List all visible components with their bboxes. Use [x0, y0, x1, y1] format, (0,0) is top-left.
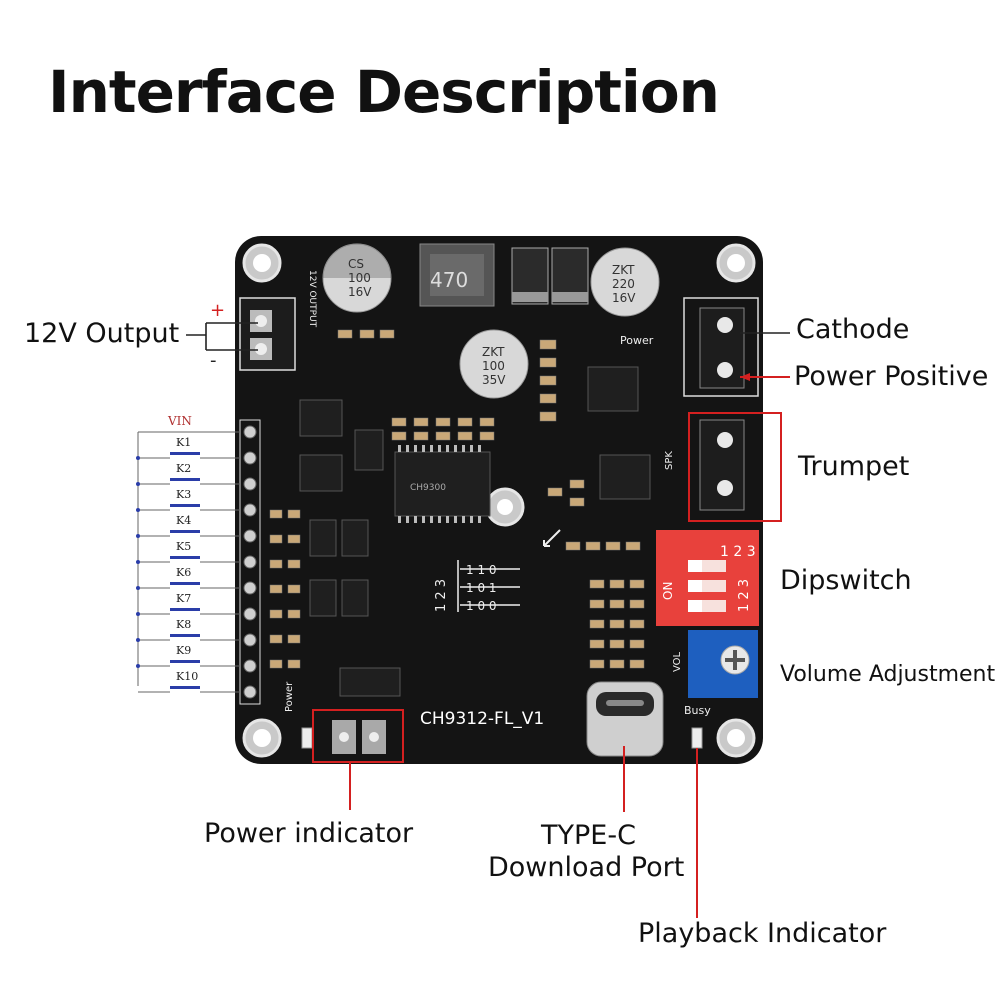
truth-table-row: 1 0 0 [466, 599, 497, 613]
label-typec: TYPE-C [541, 820, 636, 851]
capacitor-cs100 [322, 243, 392, 313]
label-cathode: Cathode [796, 314, 910, 345]
cap2-line: ZKT [482, 345, 505, 359]
capacitor-zkt220 [590, 247, 660, 317]
key-label: K3 [176, 488, 191, 501]
minus-sign: - [210, 350, 217, 371]
silk-power-side: Power [284, 681, 295, 712]
label-power-positive: Power Positive [794, 361, 989, 392]
silk-on: ON [661, 582, 675, 600]
cap3-line: 220 [612, 277, 635, 291]
silk-busy: Busy [684, 704, 711, 717]
key-label: K5 [176, 540, 191, 553]
truth-table-row: 1 1 0 [466, 563, 497, 577]
dip-truth-table [457, 560, 520, 612]
highlight-boxes [312, 412, 782, 763]
silk-power-top: Power [620, 334, 654, 347]
silk-12v-output: 12V OUTPUT [307, 270, 317, 328]
cap1-line: CS [348, 257, 364, 271]
silk-vol: VOL [672, 651, 683, 672]
board-model: CH9312-FL_V1 [420, 709, 544, 729]
key-label: K4 [176, 514, 191, 527]
cap1-line: 16V [348, 285, 372, 299]
key-label: K8 [176, 618, 191, 631]
key-schematic [137, 431, 240, 693]
cap3-line: 16V [612, 291, 636, 305]
key-buttons [170, 452, 200, 689]
truth-table-row: 1 0 1 [466, 581, 497, 595]
dip-numbers-side: 1 2 3 [737, 579, 752, 612]
key-label: K1 [176, 436, 191, 449]
key-label: K6 [176, 566, 191, 579]
smd-parts [269, 329, 645, 669]
callout-lines [186, 322, 790, 351]
cap1-line: 100 [348, 271, 371, 285]
capacitor-zkt100 [459, 329, 529, 399]
key-label: K10 [176, 670, 198, 683]
vin-label: VIN [167, 414, 192, 428]
key-label: K2 [176, 462, 191, 475]
label-download-port: Download Port [488, 852, 685, 883]
main-chip [394, 451, 491, 517]
label-dipswitch: Dipswitch [780, 565, 912, 596]
label-trumpet: Trumpet [798, 451, 910, 482]
inductor-label: 470 [430, 268, 468, 292]
silk-spk: SPK [664, 451, 675, 470]
dip-numbers-top: 1 2 3 [720, 544, 756, 560]
chip-label: CH9300 [410, 483, 446, 493]
label-playback-indicator: Playback Indicator [638, 918, 887, 949]
label-12v-output: 12V Output [24, 318, 180, 349]
pin-header [243, 425, 257, 699]
page-title: Interface Description [48, 58, 720, 126]
key-label: K7 [176, 592, 191, 605]
cap2-line: 100 [482, 359, 505, 373]
key-label: K9 [176, 644, 191, 657]
cap2-line: 35V [482, 373, 506, 387]
plus-sign: + [210, 300, 225, 321]
label-power-indicator: Power indicator [204, 818, 414, 849]
cap3-line: ZKT [612, 263, 635, 277]
truth-table-header: 1 2 3 [434, 579, 449, 612]
label-volume-adjustment: Volume Adjustment [780, 662, 996, 687]
